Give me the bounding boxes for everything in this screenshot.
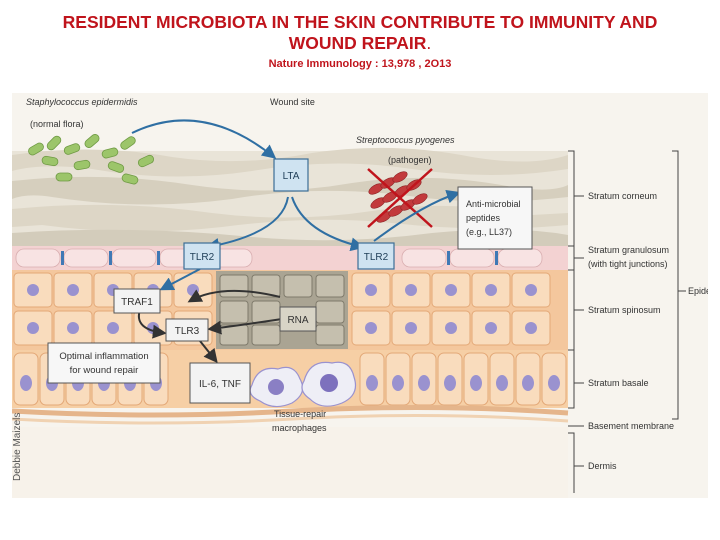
inflammation-line-1: Optimal inflammation (59, 351, 148, 362)
rna-box: RNA (279, 306, 317, 332)
flora-label-1: Staphylococcus epidermidis (26, 97, 138, 107)
layer-labels: Stratum corneum Stratum granulosum (with… (588, 191, 720, 471)
label-stratum-basale: Stratum basale (588, 378, 649, 388)
traf1-label: TRAF1 (121, 297, 153, 308)
tlr3-label: TLR3 (175, 326, 200, 337)
label-basement-membrane: Basement membrane (588, 421, 674, 431)
title-line-2: WOUND REPAIR. (0, 33, 720, 54)
tlr2-right-label: TLR2 (364, 252, 389, 263)
signal-arrows (131, 119, 461, 364)
tlr2-right-box: TLR2 (357, 242, 395, 270)
page-title: RESIDENT MICROBIOTA IN THE SKIN CONTRIBU… (0, 12, 720, 54)
lta-box: LTA (273, 158, 309, 192)
pathogen-label-1: Streptococcus pyogenes (356, 135, 455, 145)
amp-box: Anti-microbial peptides (e.g., LL37) (457, 186, 533, 250)
artist-credit: Debbie Maizels (12, 413, 23, 481)
label-stratum-spinosum: Stratum spinosum (588, 305, 661, 315)
stratum-granulosum-layer (12, 246, 568, 270)
inflammation-box: Optimal inflammation for wound repair (47, 342, 161, 384)
pathogen-label-2: (pathogen) (388, 155, 432, 165)
staphylococcus-bacteria (28, 134, 155, 185)
traf1-box: TRAF1 (113, 288, 161, 314)
inflammation-line-2: for wound repair (70, 365, 139, 376)
basement-membrane-layer (11, 404, 569, 425)
label-stratum-corneum: Stratum corneum (588, 191, 657, 201)
skin-diagram-svg: LTA TLR2 TLR2 Anti-microbial peptides (e… (11, 93, 720, 498)
label-stratum-granulosum: Stratum granulosum (588, 245, 669, 255)
rna-label: RNA (287, 315, 308, 326)
citation: Nature Immunology : 13,978 , 2O13 (268, 58, 452, 70)
macrophage-cells (249, 361, 357, 408)
amp-line-2: peptides (466, 213, 501, 223)
flora-label-2: (normal flora) (30, 119, 84, 129)
amp-line-3: (e.g., LL37) (466, 227, 512, 237)
tlr2-left-label: TLR2 (190, 252, 215, 263)
skin-diagram: LTA TLR2 TLR2 Anti-microbial peptides (e… (11, 93, 720, 498)
title-period: . (426, 33, 432, 53)
wound-site-label: Wound site (270, 97, 315, 107)
cytokines-label: IL-6, TNF (199, 379, 241, 390)
label-tight-junctions: (with tight junctions) (588, 259, 668, 269)
macrophage-label-1: Tissue-repair (274, 409, 326, 419)
label-epidermis: Epiderm (688, 286, 708, 296)
title-line-1: RESIDENT MICROBIOTA IN THE SKIN CONTRIBU… (62, 12, 658, 32)
macrophage-label-2: macrophages (272, 423, 327, 433)
cytokines-box: IL-6, TNF (189, 362, 251, 404)
lta-label: LTA (283, 171, 300, 182)
pathogen-blocked-cross (367, 168, 433, 228)
dermis-layer (12, 427, 568, 498)
amp-line-1: Anti-microbial (466, 199, 521, 209)
tlr3-box: TLR3 (165, 318, 209, 342)
tlr2-left-box: TLR2 (183, 242, 221, 270)
title-line-2-text: WOUND REPAIR (288, 33, 427, 53)
label-dermis: Dermis (588, 461, 617, 471)
layer-brackets (568, 150, 686, 493)
